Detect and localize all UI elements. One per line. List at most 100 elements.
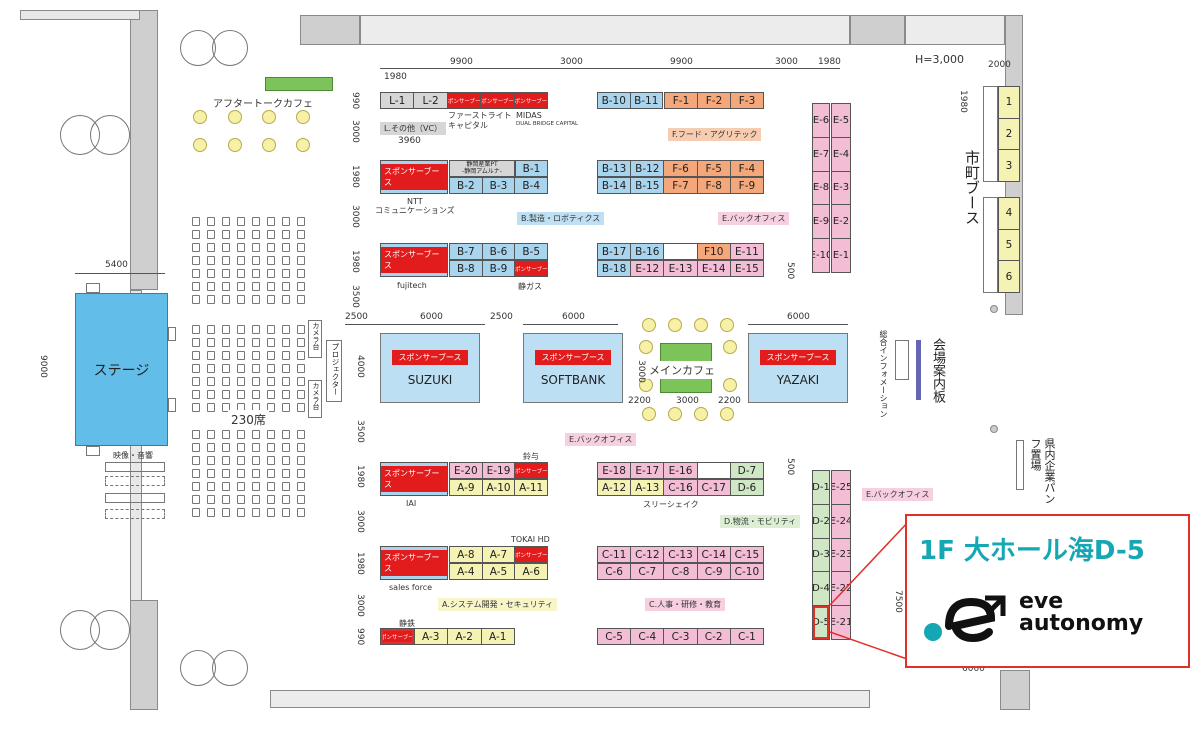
booth-shizuoka[interactable]: 静岡産業PT -静岡アムルナ- bbox=[449, 160, 515, 177]
booth-C-14[interactable]: C-14 bbox=[697, 547, 730, 562]
booth-E-7[interactable]: E-7 bbox=[813, 137, 829, 171]
booth-F-7[interactable]: F-7 bbox=[664, 178, 697, 193]
sponsor-booth[interactable]: スポンサーブース bbox=[381, 629, 414, 644]
booth-D-4[interactable]: D-4 bbox=[813, 572, 829, 606]
booth-C-4[interactable]: C-4 bbox=[631, 629, 664, 644]
booth-B-8[interactable]: B-8 bbox=[450, 261, 482, 276]
booth-B-18[interactable]: B-18 bbox=[598, 261, 631, 276]
booth-B-6[interactable]: B-6 bbox=[482, 244, 515, 259]
booth-A-4[interactable]: A-4 bbox=[450, 564, 482, 579]
booth-E-6[interactable]: E-6 bbox=[813, 104, 829, 137]
booth-E-12[interactable]: E-12 bbox=[631, 261, 664, 276]
booth-E-2[interactable]: E-2 bbox=[832, 205, 850, 239]
city-booth-6[interactable]: 6 bbox=[999, 261, 1019, 293]
booth-F-5[interactable]: F-5 bbox=[697, 161, 730, 176]
booth-B-13[interactable]: B-13 bbox=[598, 161, 631, 176]
booth-A-7[interactable]: A-7 bbox=[482, 547, 515, 562]
city-booth-1[interactable]: 1 bbox=[999, 87, 1019, 118]
booth-C-6[interactable]: C-6 bbox=[598, 564, 631, 579]
booth-F-4[interactable]: F-4 bbox=[730, 161, 764, 176]
booth-B-12[interactable]: B-12 bbox=[631, 161, 664, 176]
sponsor-booth[interactable]: スポンサーブース bbox=[515, 261, 548, 276]
booth-E-4[interactable]: E-4 bbox=[832, 137, 850, 171]
booth-A-13[interactable]: A-13 bbox=[631, 480, 664, 495]
booth-A-1[interactable]: A-1 bbox=[481, 629, 514, 644]
booth-D-3[interactable]: D-3 bbox=[813, 538, 829, 572]
booth-B-7[interactable]: B-7 bbox=[450, 244, 482, 259]
booth-F-2[interactable]: F-2 bbox=[698, 93, 730, 108]
booth-C-10[interactable]: C-10 bbox=[730, 564, 764, 579]
booth-E-10[interactable]: E-10 bbox=[813, 239, 829, 272]
sponsor-booth[interactable]: スポンサーブース bbox=[381, 466, 447, 492]
booth-C-17[interactable]: C-17 bbox=[697, 480, 730, 495]
booth-E-18[interactable]: E-18 bbox=[598, 463, 631, 478]
sponsor-booth[interactable]: スポンサーブース bbox=[514, 93, 548, 108]
booth-C-12[interactable]: C-12 bbox=[631, 547, 664, 562]
booth-suzuki[interactable]: スポンサーブース SUZUKI bbox=[380, 333, 480, 403]
booth-softbank[interactable]: スポンサーブース SOFTBANK bbox=[523, 333, 623, 403]
booth-E-19[interactable]: E-19 bbox=[482, 463, 515, 478]
booth-A-12[interactable]: A-12 bbox=[598, 480, 631, 495]
booth-E-20[interactable]: E-20 bbox=[450, 463, 482, 478]
booth-C-2[interactable]: C-2 bbox=[697, 629, 730, 644]
booth-A-9[interactable]: A-9 bbox=[450, 480, 482, 495]
booth-F-9[interactable]: F-9 bbox=[730, 178, 764, 193]
booth-E-16[interactable]: E-16 bbox=[664, 463, 697, 478]
booth-E-21[interactable]: E-21 bbox=[832, 606, 850, 639]
booth-C-5[interactable]: C-5 bbox=[598, 629, 631, 644]
booth-F-3[interactable]: F-3 bbox=[731, 93, 763, 108]
booth-A-2[interactable]: A-2 bbox=[448, 629, 481, 644]
booth-C-11[interactable]: C-11 bbox=[598, 547, 631, 562]
booth-E-9[interactable]: E-9 bbox=[813, 205, 829, 239]
sponsor-booth[interactable]: スポンサーブース bbox=[381, 164, 447, 190]
booth-E-14[interactable]: E-14 bbox=[697, 261, 730, 276]
booth-E-8[interactable]: E-8 bbox=[813, 171, 829, 205]
booth-C-15[interactable]: C-15 bbox=[730, 547, 764, 562]
city-booth-3[interactable]: 3 bbox=[999, 150, 1019, 182]
booth-D-6[interactable]: D-6 bbox=[730, 480, 764, 495]
booth-B-3[interactable]: B-3 bbox=[482, 178, 515, 193]
sponsor-booth[interactable]: スポンサーブース bbox=[481, 93, 514, 108]
sponsor-booth[interactable]: スポンサーブース bbox=[381, 247, 447, 273]
booth-A-6[interactable]: A-6 bbox=[515, 564, 548, 579]
booth-E-3[interactable]: E-3 bbox=[832, 171, 850, 205]
booth-L-1[interactable]: L-1 bbox=[381, 93, 414, 108]
booth-A-11[interactable]: A-11 bbox=[515, 480, 548, 495]
booth-F10[interactable]: F10 bbox=[697, 244, 730, 259]
booth-C-1[interactable]: C-1 bbox=[730, 629, 764, 644]
booth-B-9[interactable]: B-9 bbox=[482, 261, 515, 276]
booth-L-2[interactable]: L-2 bbox=[414, 93, 447, 108]
booth-E-15[interactable]: E-15 bbox=[730, 261, 764, 276]
booth-B-17[interactable]: B-17 bbox=[598, 244, 631, 259]
booth-D-5[interactable]: D-5 bbox=[813, 606, 829, 639]
booth-B-5[interactable]: B-5 bbox=[515, 244, 548, 259]
booth-C-8[interactable]: C-8 bbox=[664, 564, 697, 579]
booth-yazaki[interactable]: スポンサーブース YAZAKI bbox=[748, 333, 848, 403]
booth-D-1[interactable]: D-1 bbox=[813, 471, 829, 504]
sponsor-booth[interactable]: スポンサーブース bbox=[381, 550, 447, 576]
sponsor-booth[interactable]: スポンサーブース bbox=[515, 547, 548, 562]
booth-E-5[interactable]: E-5 bbox=[832, 104, 850, 137]
booth-F-1[interactable]: F-1 bbox=[665, 93, 697, 108]
booth-E-22[interactable]: E-22 bbox=[832, 572, 850, 606]
booth-C-9[interactable]: C-9 bbox=[697, 564, 730, 579]
booth-D-2[interactable]: D-2 bbox=[813, 504, 829, 538]
booth-B-10[interactable]: B-10 bbox=[598, 93, 630, 108]
booth-A-3[interactable]: A-3 bbox=[414, 629, 447, 644]
booth-E-17[interactable]: E-17 bbox=[631, 463, 664, 478]
booth-F-6[interactable]: F-6 bbox=[664, 161, 697, 176]
city-booth-5[interactable]: 5 bbox=[999, 229, 1019, 261]
booth-E-13[interactable]: E-13 bbox=[664, 261, 697, 276]
booth-E-23[interactable]: E-23 bbox=[832, 538, 850, 572]
booth-B-2[interactable]: B-2 bbox=[450, 178, 482, 193]
booth-B-11[interactable]: B-11 bbox=[630, 93, 662, 108]
booth-B-16[interactable]: B-16 bbox=[631, 244, 664, 259]
booth-B-14[interactable]: B-14 bbox=[598, 178, 631, 193]
booth-C-13[interactable]: C-13 bbox=[664, 547, 697, 562]
booth-B-15[interactable]: B-15 bbox=[631, 178, 664, 193]
booth-C-7[interactable]: C-7 bbox=[631, 564, 664, 579]
booth-E-1[interactable]: E-1 bbox=[832, 239, 850, 272]
booth-E-25[interactable]: E-25 bbox=[832, 471, 850, 504]
city-booth-4[interactable]: 4 bbox=[999, 198, 1019, 229]
booth-C-3[interactable]: C-3 bbox=[664, 629, 697, 644]
